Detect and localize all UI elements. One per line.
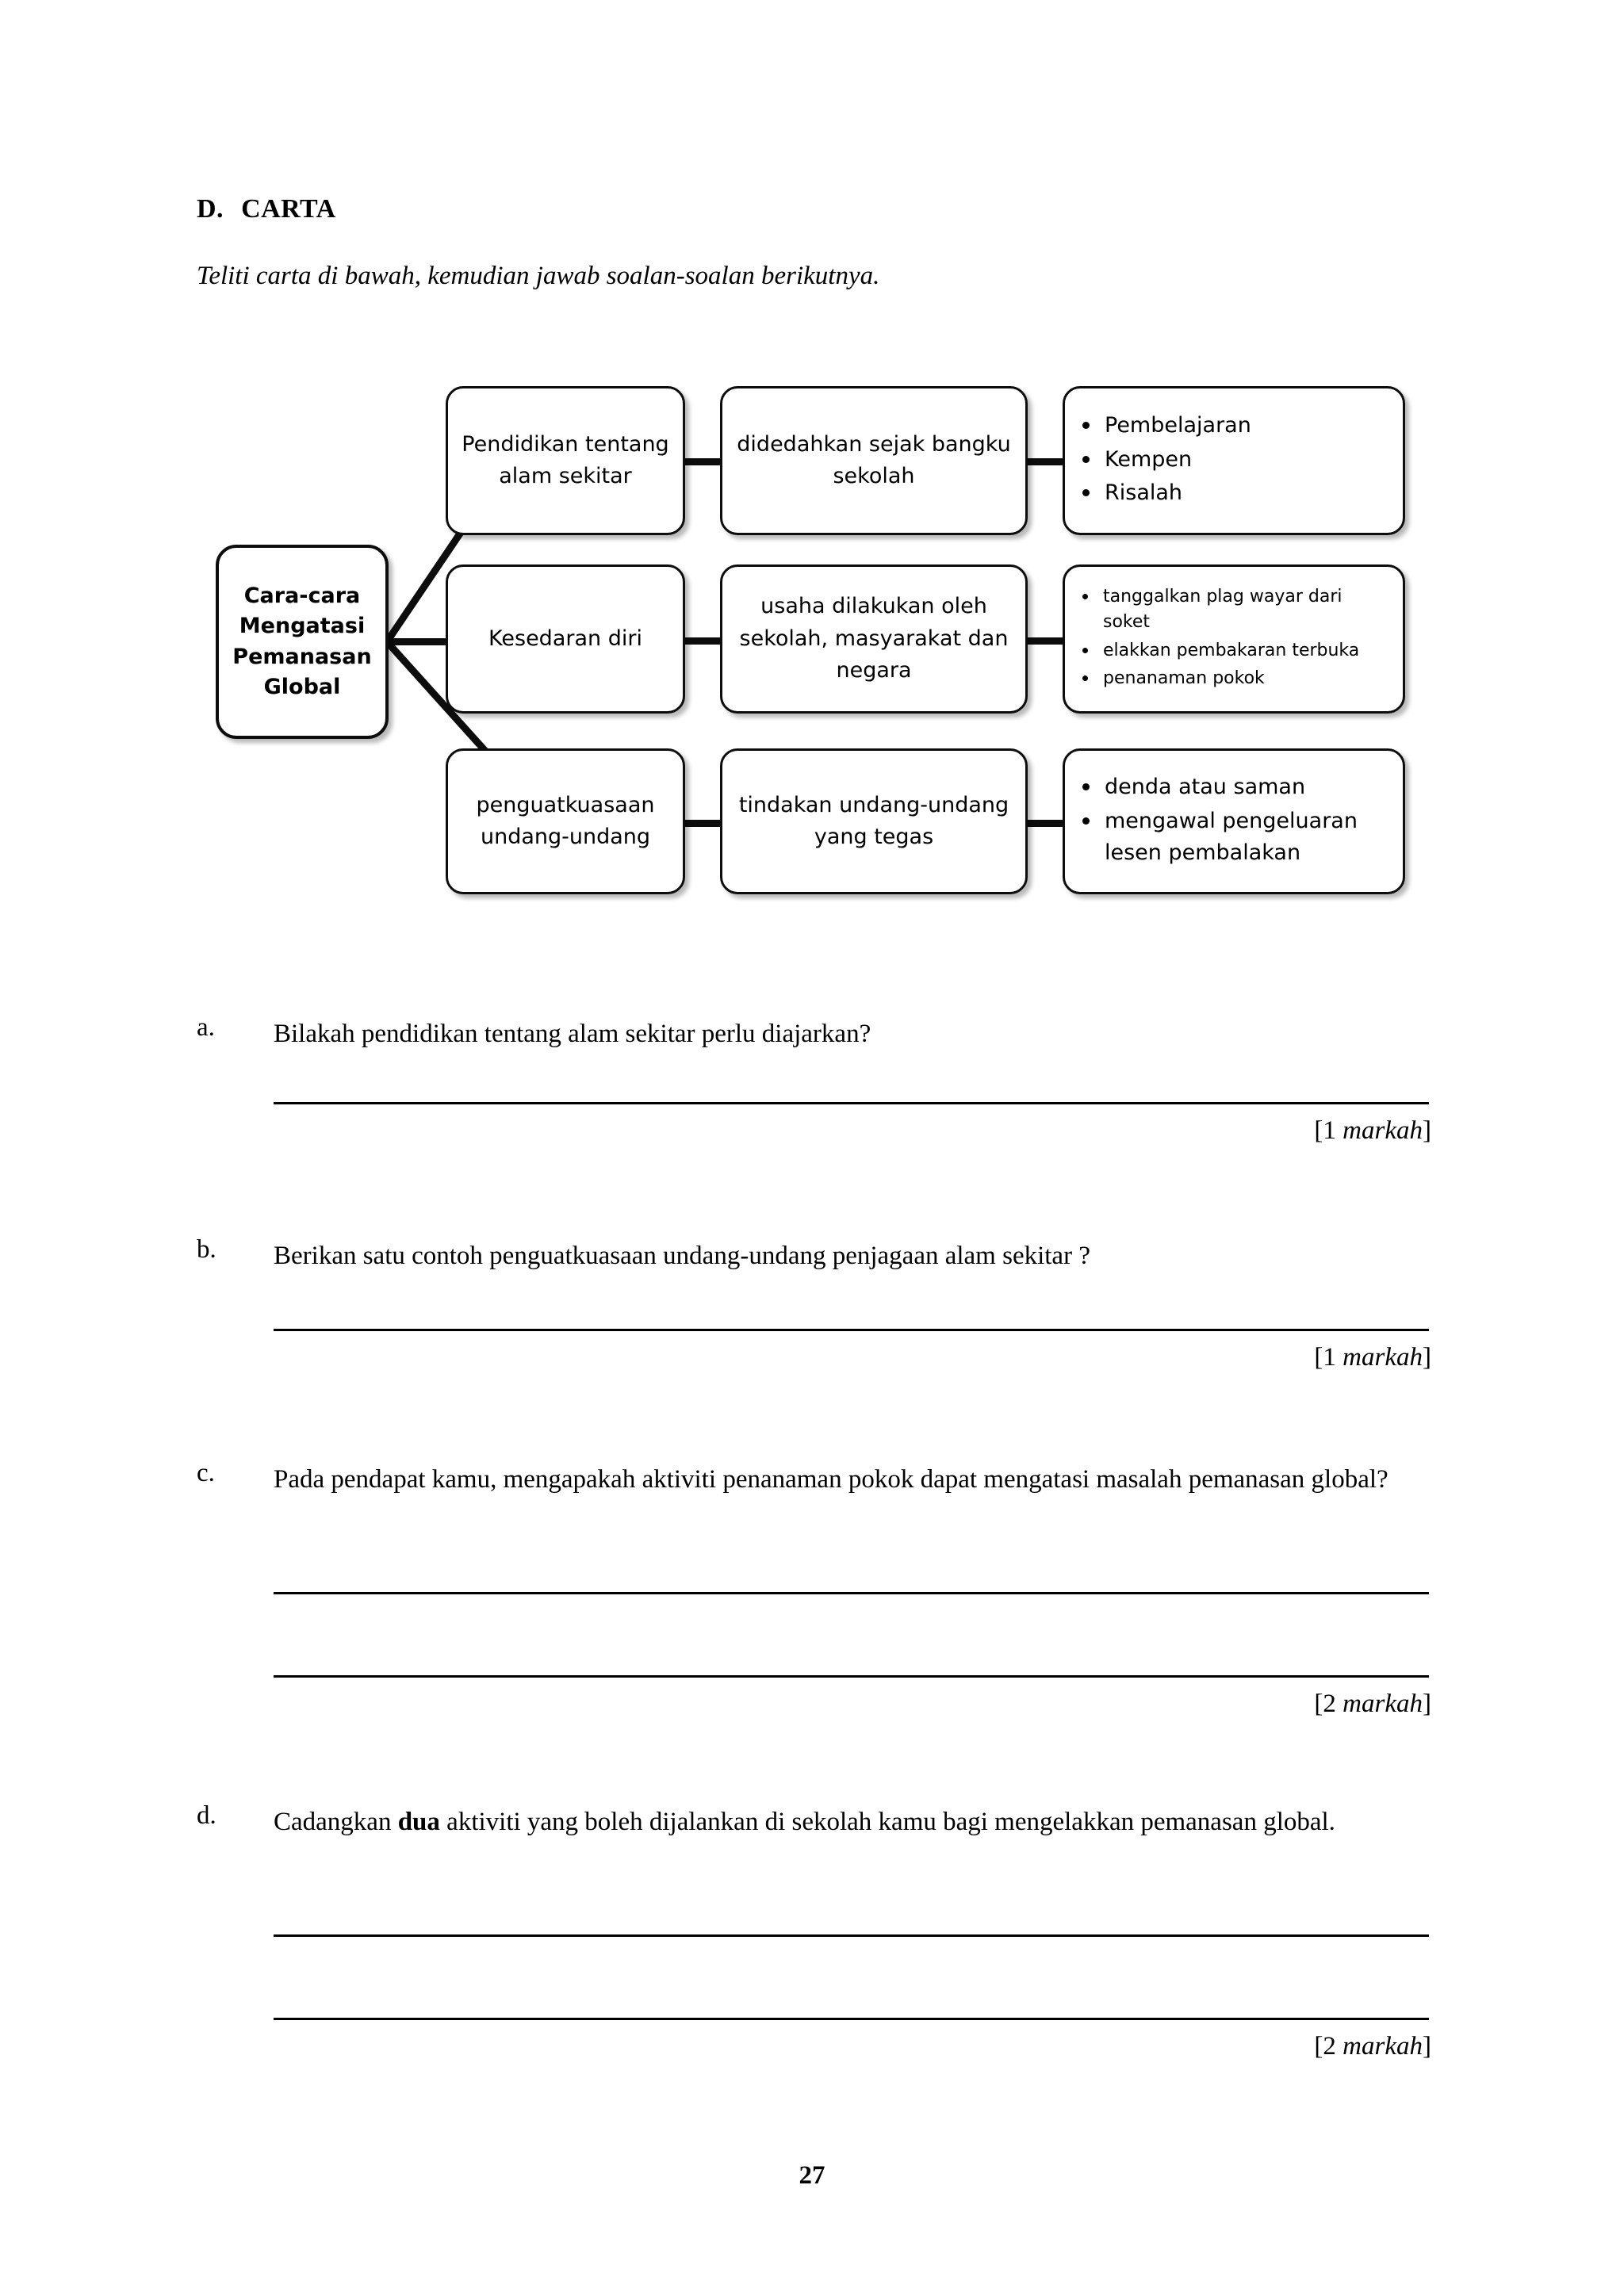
marks-c: [2 markah] xyxy=(1314,1689,1431,1718)
chart-node-detail-3: tindakan undang-undang yang tegas xyxy=(720,748,1028,894)
section-letter: D. xyxy=(197,194,224,224)
marks-c-word: markah xyxy=(1342,1689,1423,1718)
chart-node-examples-2: tanggalkan plag wayar dari soket elakkan… xyxy=(1063,564,1405,714)
question-d-text-bold: dua xyxy=(397,1808,440,1836)
chart-node-cause-1: Pendidikan tentang alam sekitar xyxy=(446,386,685,535)
chart-node-cause-2: Kesedaran diri xyxy=(446,564,685,714)
marks-d-number: 2 xyxy=(1323,2032,1336,2061)
answer-line-b-1[interactable] xyxy=(274,1329,1429,1331)
answer-line-d-1[interactable] xyxy=(274,1934,1429,1937)
list-item: elakkan pembakaran terbuka xyxy=(1082,638,1392,664)
marks-a-number: 1 xyxy=(1323,1116,1336,1145)
section-heading: D. CARTA xyxy=(197,194,336,224)
question-d-text-after: aktiviti yang boleh dijalankan di sekola… xyxy=(439,1808,1335,1836)
list-item: Risalah xyxy=(1082,477,1392,509)
chart-node-examples-3: denda atau saman mengawal pengeluaran le… xyxy=(1063,748,1405,894)
chart-cause-3-label: penguatkuasaan undang-undang xyxy=(476,792,655,850)
question-b-text: Berikan satu contoh penguatkuasaan undan… xyxy=(274,1242,1090,1270)
chart-node-detail-2: usaha dilakukan oleh sekolah, masyarakat… xyxy=(720,564,1028,714)
question-c-label: c. xyxy=(197,1459,215,1487)
question-a-label: a. xyxy=(197,1013,215,1042)
chart-detail-2-label: usaha dilakukan oleh sekolah, masyarakat… xyxy=(739,594,1009,683)
marks-b-word: markah xyxy=(1342,1343,1423,1372)
answer-line-a-1[interactable] xyxy=(274,1102,1429,1104)
question-a-text: Bilakah pendidikan tentang alam sekitar … xyxy=(274,1020,871,1048)
connector-b2-cause-to-detail xyxy=(682,637,723,645)
connector-root-to-branch-2 xyxy=(387,638,450,645)
chart-detail-3-label: tindakan undang-undang yang tegas xyxy=(738,792,1009,850)
chart-root-line-2: Mengatasi xyxy=(239,614,366,639)
connector-b3-cause-to-detail xyxy=(682,820,723,827)
marks-d: [2 markah] xyxy=(1314,2032,1431,2061)
chart-cause-1-label: Pendidikan tentang alam sekitar xyxy=(462,431,669,489)
chart-root-line-3: Pemanasan xyxy=(232,644,372,669)
chart-node-detail-1: didedahkan sejak bangku sekolah xyxy=(720,386,1028,535)
chart-examples-2-list: tanggalkan plag wayar dari soket elakkan… xyxy=(1065,584,1403,693)
marks-a: [1 markah] xyxy=(1314,1116,1431,1145)
marks-b: [1 markah] xyxy=(1314,1343,1431,1372)
chart-root-line-1: Cara-cara xyxy=(243,583,361,608)
marks-c-number: 2 xyxy=(1323,1689,1336,1718)
list-item: mengawal pengeluaran lesen pembalakan xyxy=(1082,806,1392,869)
list-item: Pembelajaran xyxy=(1082,410,1392,442)
section-instruction: Teliti carta di bawah, kemudian jawab so… xyxy=(197,262,880,290)
section-title: CARTA xyxy=(241,194,336,224)
connector-b1-cause-to-detail xyxy=(682,458,723,465)
chart-node-cause-3: penguatkuasaan undang-undang xyxy=(446,748,685,894)
question-c-text: Pada pendapat kamu, mengapakah aktiviti … xyxy=(274,1465,1388,1494)
connector-b3-detail-to-examples xyxy=(1025,820,1066,827)
question-d-text-before: Cadangkan xyxy=(274,1808,398,1836)
page-number: 27 xyxy=(799,2161,825,2190)
chart-cause-2-label: Kesedaran diri xyxy=(488,626,642,651)
list-item: penanaman pokok xyxy=(1082,666,1392,691)
chart-detail-1-label: didedahkan sejak bangku sekolah xyxy=(737,431,1011,489)
answer-line-c-2[interactable] xyxy=(274,1675,1429,1678)
question-d-text: Cadangkan dua aktiviti yang boleh dijala… xyxy=(274,1801,1400,1843)
chart-root-line-4: Global xyxy=(263,674,341,699)
marks-b-number: 1 xyxy=(1323,1343,1336,1372)
answer-line-c-1[interactable] xyxy=(274,1592,1429,1594)
connector-b2-detail-to-examples xyxy=(1025,637,1066,645)
question-d-label: d. xyxy=(197,1801,216,1830)
chart-node-root: Cara-cara Mengatasi Pemanasan Global xyxy=(216,545,389,739)
chart-examples-1-list: Pembelajaran Kempen Risalah xyxy=(1065,410,1403,512)
marks-d-word: markah xyxy=(1342,2032,1423,2061)
list-item: Kempen xyxy=(1082,444,1392,476)
flow-chart-diagram: Cara-cara Mengatasi Pemanasan Global Pen… xyxy=(0,0,1624,951)
connector-b1-detail-to-examples xyxy=(1025,458,1066,465)
question-b-label: b. xyxy=(197,1235,216,1264)
answer-line-d-2[interactable] xyxy=(274,2018,1429,2020)
marks-a-word: markah xyxy=(1342,1116,1423,1145)
chart-node-examples-1: Pembelajaran Kempen Risalah xyxy=(1063,386,1405,535)
chart-examples-3-list: denda atau saman mengawal pengeluaran le… xyxy=(1065,771,1403,871)
list-item: tanggalkan plag wayar dari soket xyxy=(1082,584,1392,635)
list-item: denda atau saman xyxy=(1082,771,1392,803)
